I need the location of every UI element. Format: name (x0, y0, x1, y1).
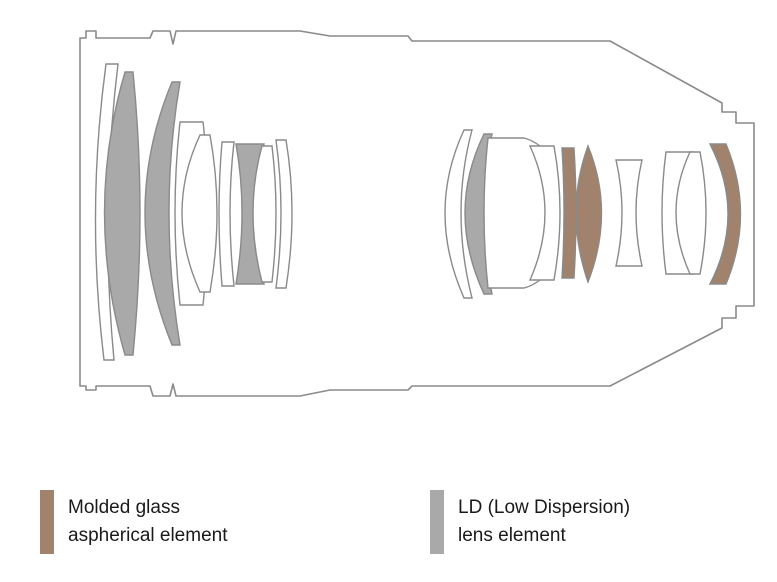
lens-construction-diagram (79, 30, 755, 397)
aspherical-element-19 (708, 143, 742, 285)
lens-element-10 (444, 129, 473, 299)
ld-lens-element-2 (103, 71, 141, 356)
legend-ld: LD (Low Dispersion) lens element (430, 490, 730, 554)
legend-aspherical-line2: aspherical element (68, 525, 228, 546)
lens-element-5 (181, 134, 218, 293)
ld-swatch (430, 490, 444, 554)
legend-aspherical-line1: Molded glass (68, 497, 180, 518)
aspherical-element-15 (575, 144, 603, 285)
lens-element-16 (615, 159, 643, 267)
ld-lens-element-3 (144, 81, 181, 346)
legend-ld-label: LD (Low Dispersion) lens element (458, 494, 630, 550)
lens-element-9 (275, 139, 293, 289)
aspherical-element-14 (561, 147, 577, 279)
legend-aspherical-label: Molded glass aspherical element (68, 494, 227, 550)
legend-aspherical: Molded glass aspherical element (40, 490, 300, 554)
lens-element-8 (252, 145, 277, 283)
legend-ld-line2: lens element (458, 525, 566, 546)
legend-ld-line1: LD (Low Dispersion) (458, 497, 631, 518)
lens-element-6 (218, 141, 235, 287)
lens-element-13 (528, 145, 561, 281)
lens-element-18 (675, 151, 707, 275)
lens-barrel-outline (79, 30, 755, 397)
aspherical-swatch (40, 490, 54, 554)
